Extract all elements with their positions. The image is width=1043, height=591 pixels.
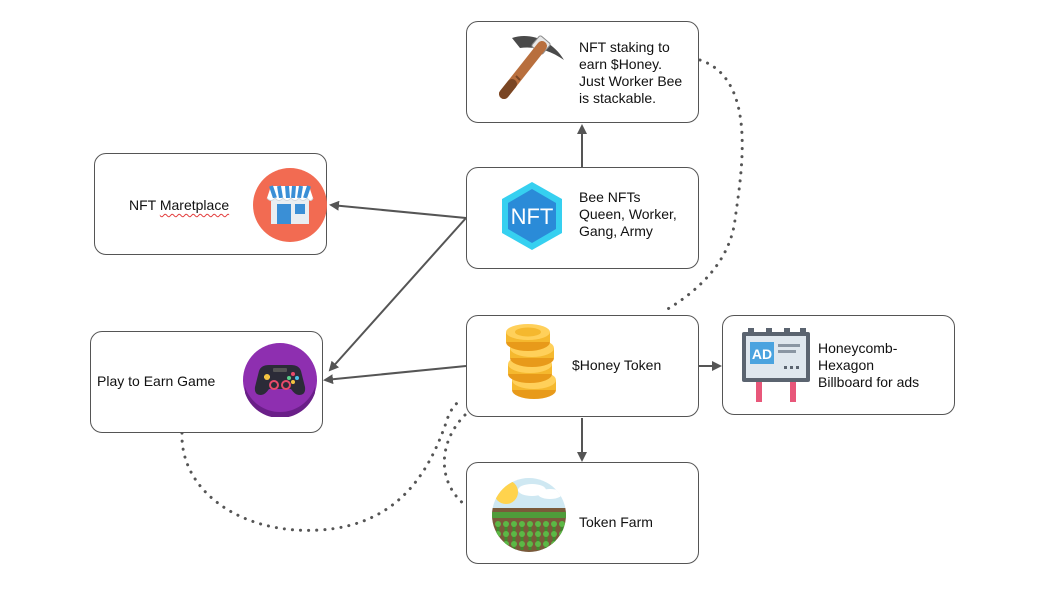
marketplace-label: NFT Maretplace	[129, 197, 229, 214]
ad-badge-text: AD	[752, 346, 772, 362]
billboard-label: Honeycomb- Hexagon Billboard for ads	[818, 340, 920, 390]
token-farm-label: Token Farm	[579, 514, 653, 530]
pickaxe-icon	[490, 28, 570, 113]
gamepad-icon	[243, 343, 317, 422]
marketplace-label-part2: Maretplace	[159, 197, 230, 213]
node-honey-token	[466, 315, 699, 417]
nft-badge-text: NFT	[511, 204, 554, 229]
farm-field-icon	[492, 478, 566, 557]
coin-stack-icon	[500, 324, 564, 409]
arrow-bee-to-marketplace	[329, 200, 467, 219]
staking-label: NFT staking to earn $Honey. Just Worker …	[579, 39, 683, 106]
honey-token-label: $Honey Token	[572, 357, 662, 373]
arrow-honey-to-game	[323, 365, 467, 385]
billboard-icon: AD	[738, 326, 814, 409]
dotted-connector-honey-to-farm	[442, 413, 467, 507]
dotted-connector-staking-to-honey	[664, 58, 744, 312]
nft-hexagon-icon: NFT	[496, 180, 568, 257]
node-staking	[466, 21, 699, 123]
play-to-earn-label: Play to Earn Game	[97, 373, 216, 389]
store-icon	[253, 168, 327, 247]
dotted-connector-game-to-honey	[180, 398, 462, 532]
arrow-bee-to-game	[328, 217, 467, 372]
bee-nfts-label: Bee NFTs Queen, Worker, Gang, Army	[579, 189, 677, 239]
marketplace-label-part1: NFT	[129, 197, 160, 213]
